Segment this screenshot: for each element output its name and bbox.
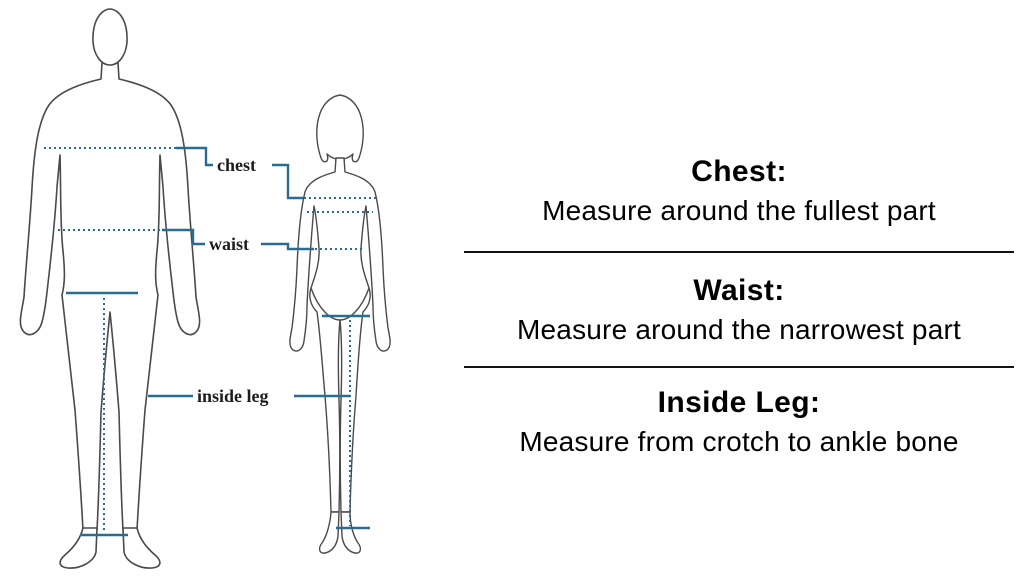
chest-instruction: Chest: Measure around the fullest part bbox=[464, 0, 1014, 251]
waist-connector-right bbox=[261, 242, 314, 251]
female-hair bbox=[316, 94, 364, 163]
male-left-foot bbox=[59, 527, 98, 569]
separator bbox=[464, 251, 1014, 253]
chest-connector-left bbox=[176, 146, 213, 167]
measure-lines bbox=[44, 146, 376, 537]
female-left-foot bbox=[318, 511, 340, 554]
male-head bbox=[92, 8, 128, 66]
inside-leg-instruction: Inside Leg: Measure from crotch to ankle… bbox=[464, 368, 1014, 586]
separator bbox=[464, 366, 1014, 368]
male-right-foot bbox=[122, 527, 161, 569]
female-right-foot bbox=[340, 511, 362, 554]
male-body bbox=[19, 62, 201, 531]
waist-instruction-text: Measure around the narrowest part bbox=[517, 313, 961, 345]
male-figure bbox=[19, 8, 201, 569]
female-figure bbox=[289, 94, 391, 554]
waist-instruction-title: Waist: bbox=[693, 273, 785, 307]
chest-instruction-text: Measure around the fullest part bbox=[542, 195, 936, 226]
measurement-diagram: chest waist inside leg bbox=[19, 8, 391, 569]
chest-connector-right bbox=[272, 163, 303, 200]
female-body bbox=[289, 157, 391, 513]
female-swimsuit-line bbox=[310, 287, 370, 321]
waist-connector-left bbox=[162, 228, 205, 246]
instructions-panel: Chest: Measure around the fullest part W… bbox=[462, 0, 1024, 586]
chest-label: chest bbox=[217, 155, 256, 175]
inside-leg-instruction-title: Inside Leg: bbox=[657, 386, 821, 419]
inside-leg-instruction-text: Measure from crotch to ankle bone bbox=[519, 426, 959, 457]
measure-labels: chest waist inside leg bbox=[197, 155, 269, 406]
waist-instruction: Waist: Measure around the narrowest part bbox=[464, 253, 1014, 366]
waist-label: waist bbox=[209, 234, 249, 254]
inside-leg-label: inside leg bbox=[197, 386, 269, 406]
chest-instruction-title: Chest: bbox=[691, 155, 787, 188]
